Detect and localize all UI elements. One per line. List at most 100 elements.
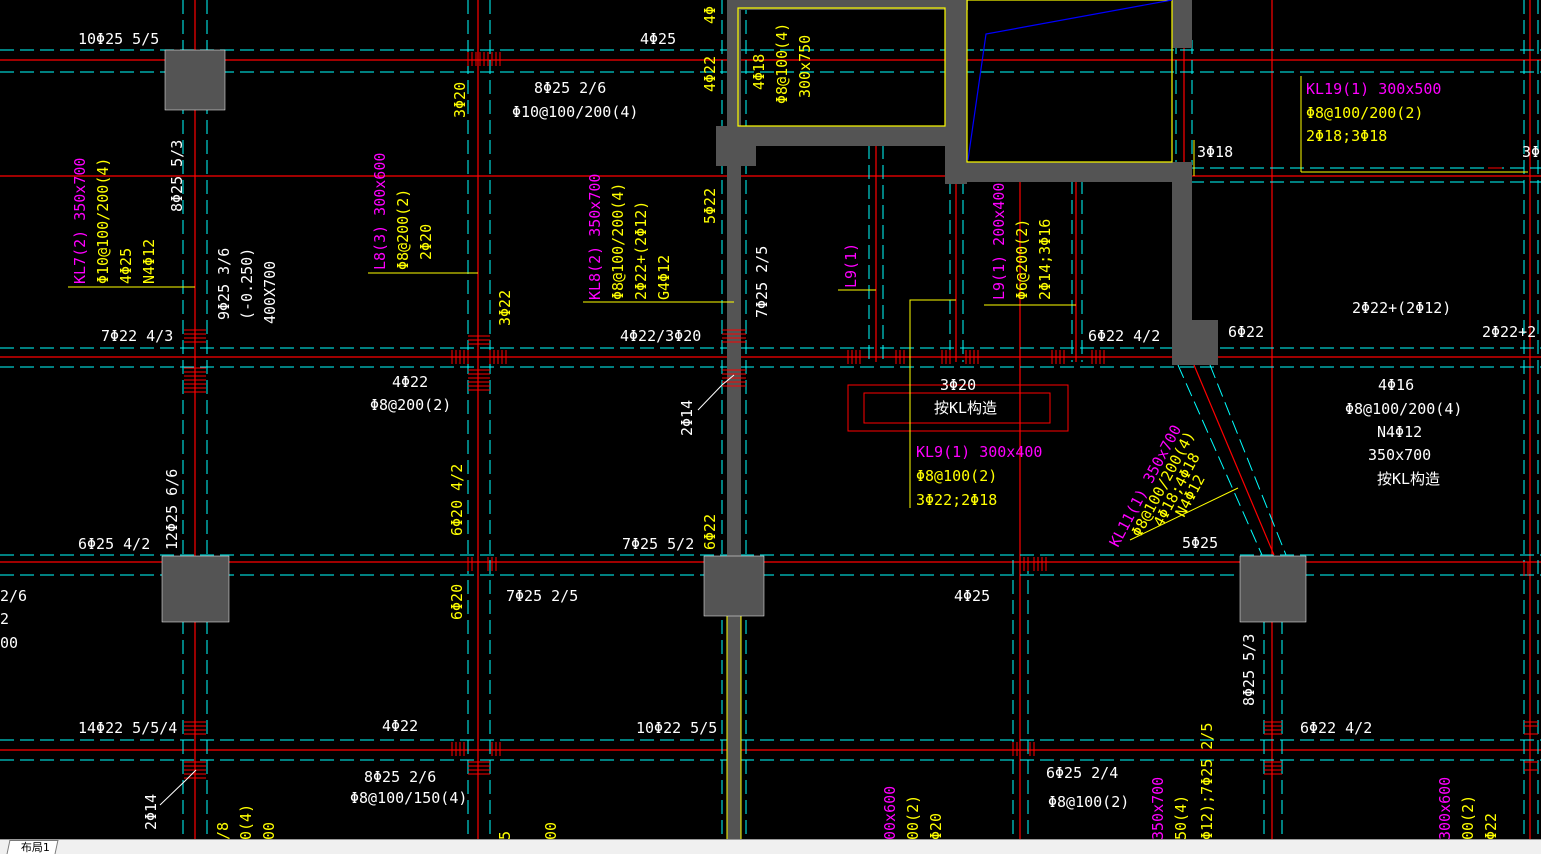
beam-rebar-label: N4Φ12 [1377, 423, 1422, 441]
column [161, 555, 230, 623]
rebar-annotations-white: 10Φ25 5/5 4Φ25 8Φ25 2/6 Φ10@100/200(4) 8… [0, 30, 1540, 830]
beam-rebar-label: 6Φ25 4/2 [78, 535, 150, 553]
beam-rebar-label: 2Φ22+(2Φ12) [632, 201, 650, 300]
beam-rebar-label: 2 [0, 610, 9, 628]
rebar-mark [1523, 562, 1538, 771]
beam-id-label: KL19(1) 300x500 [1306, 80, 1441, 98]
beam-rebar-label: 2Φ22+2 [1482, 323, 1536, 341]
beam-id-label: KL9(1) 300x400 [916, 443, 1042, 461]
horizontal-grid-axes [0, 59, 1541, 751]
secondary-beam-axes [1075, 180, 1275, 556]
beam-size-label: 300x750 [796, 35, 814, 98]
beam-rebar-label: 2Φ20 [417, 224, 435, 260]
beam-id-label: L9(1) 200x400 [990, 183, 1008, 300]
stirrup-label: Φ8@100/200(4) [609, 183, 627, 300]
beam-rebar-label: 5Φ22 [701, 188, 719, 224]
beam-rebar-label: 8Φ25 2/6 [534, 79, 606, 97]
beam-rebar-label: Φ22 [1482, 813, 1500, 840]
stirrup-label: Φ8@100/150(4) [350, 789, 467, 807]
beam-rebar-label: 3Φ [1522, 143, 1540, 161]
rebar-mark [184, 329, 206, 393]
rebar-mark [847, 350, 979, 364]
beam-rebar-label: Φ20 [927, 813, 945, 840]
beam-rebar-label: 10Φ22 5/5 [636, 719, 717, 737]
beam-rebar-label: 3Φ22;2Φ18 [916, 491, 997, 509]
layout-tab-label: 布局1 [20, 841, 50, 854]
beam-size-label: 00 [542, 822, 560, 840]
beam-rebar-label: G4Φ12 [655, 255, 673, 300]
rebar-mark [184, 721, 206, 779]
beam-rebar-label: 4Φ22 [382, 717, 418, 735]
beam-size-label: 350x700 [1149, 777, 1167, 840]
axis-line-diagonal [1193, 364, 1275, 556]
wall-upper [738, 126, 953, 146]
stirrup-label: 0(4) [237, 804, 255, 840]
beam-rebar-label: Φ12);7Φ25 2/5 [1198, 723, 1216, 840]
beam-size-label: 300x600 [1436, 777, 1454, 840]
column [164, 49, 226, 111]
beam-rebar-label: 6Φ25 2/4 [1046, 764, 1118, 782]
beam-rebar-label: /8 [214, 822, 232, 840]
beam-rebar-label: 4Φ22/3Φ20 [620, 327, 701, 345]
beam-size-label: 00x600 [881, 786, 899, 840]
stirrup-label: 50(4) [1172, 795, 1190, 840]
rebar-mark [1264, 721, 1282, 775]
rebar-mark [468, 761, 490, 775]
beam-rebar-label: 6Φ20 4/2 [448, 464, 466, 536]
beam-rebar-label: 00 [0, 634, 18, 652]
beam-rebar-label: 4Φ25 [640, 30, 676, 48]
beam-note-label: 按KL构造 [934, 399, 997, 417]
leader-line [909, 299, 956, 508]
beam-rebar-label: 7Φ25 5/2 [622, 535, 694, 553]
stirrup-label: Φ8@200(2) [370, 396, 451, 414]
beam-rebar-label: 2Φ14 [678, 400, 696, 436]
wall-right-vertical [1172, 162, 1192, 362]
rebar-mark [489, 350, 507, 364]
beam-id-label: L8(3) 300x600 [371, 153, 389, 270]
beam-rebar-label: 2Φ14 [142, 794, 160, 830]
beam-rebar-label: 5 [496, 831, 514, 840]
beam-rebar-label: 8Φ25 2/6 [364, 768, 436, 786]
beam-note-label: 按KL构造 [1377, 470, 1440, 488]
leader-line [697, 374, 735, 411]
wall-horizontal [945, 162, 1192, 182]
rebar-mark [451, 350, 469, 364]
beam-rebar-label: 7Φ25 2/5 [753, 246, 771, 318]
stirrup-label: 00(2) [1459, 795, 1477, 840]
beam-rebar-label: 7Φ25 2/5 [506, 587, 578, 605]
rebar-mark [468, 335, 490, 391]
shear-walls [716, 0, 1218, 840]
rebar-mark [467, 52, 501, 66]
beam-rebar-label: 9Φ25 3/6 [215, 248, 233, 320]
layout-tab-bar: 布局1 [0, 839, 1541, 854]
wall-corner-right [1172, 320, 1218, 365]
rebar-mark [451, 742, 501, 756]
layout-tab[interactable]: 布局1 [6, 840, 59, 854]
beam-rebar-label: 5Φ25 [1182, 534, 1218, 552]
beam-rebar-label: 10Φ25 5/5 [78, 30, 159, 48]
note-outline [847, 384, 1069, 432]
beam-edge-diagonal [1209, 364, 1287, 556]
stirrup-label: Φ8@100(2) [1048, 793, 1129, 811]
beam-rebar-label: 6Φ22 4/2 [1300, 719, 1372, 737]
wall-vertical-main [727, 0, 741, 840]
beam-rebar-label: 6Φ22 4/2 [1088, 327, 1160, 345]
leader-line [1129, 487, 1239, 541]
rebar-mark [1012, 742, 1035, 756]
beam-rebar-label: 14Φ22 5/5/4 [78, 719, 177, 737]
blue-line [967, 0, 1173, 161]
beam-rebar-label: 3Φ22 [496, 290, 514, 326]
beam-edges-vertical [182, 0, 1539, 840]
beam-rebar-label: 6Φ22 [701, 514, 719, 550]
rebar-mark [1019, 557, 1047, 571]
beam-rebar-label: 4Φ25 [954, 587, 990, 605]
beam-rebar-label: 8Φ25 5/3 [168, 140, 186, 212]
beam-rebar-label: 2Φ14;3Φ16 [1036, 219, 1054, 300]
beam-rebar-label: 2Φ22+(2Φ12) [1352, 299, 1451, 317]
beam-rebar-label: 2Φ18;3Φ18 [1306, 127, 1387, 145]
wall-top [738, 0, 968, 10]
rebar-mark [1051, 350, 1105, 364]
stirrup-label: Φ8@100(2) [916, 467, 997, 485]
